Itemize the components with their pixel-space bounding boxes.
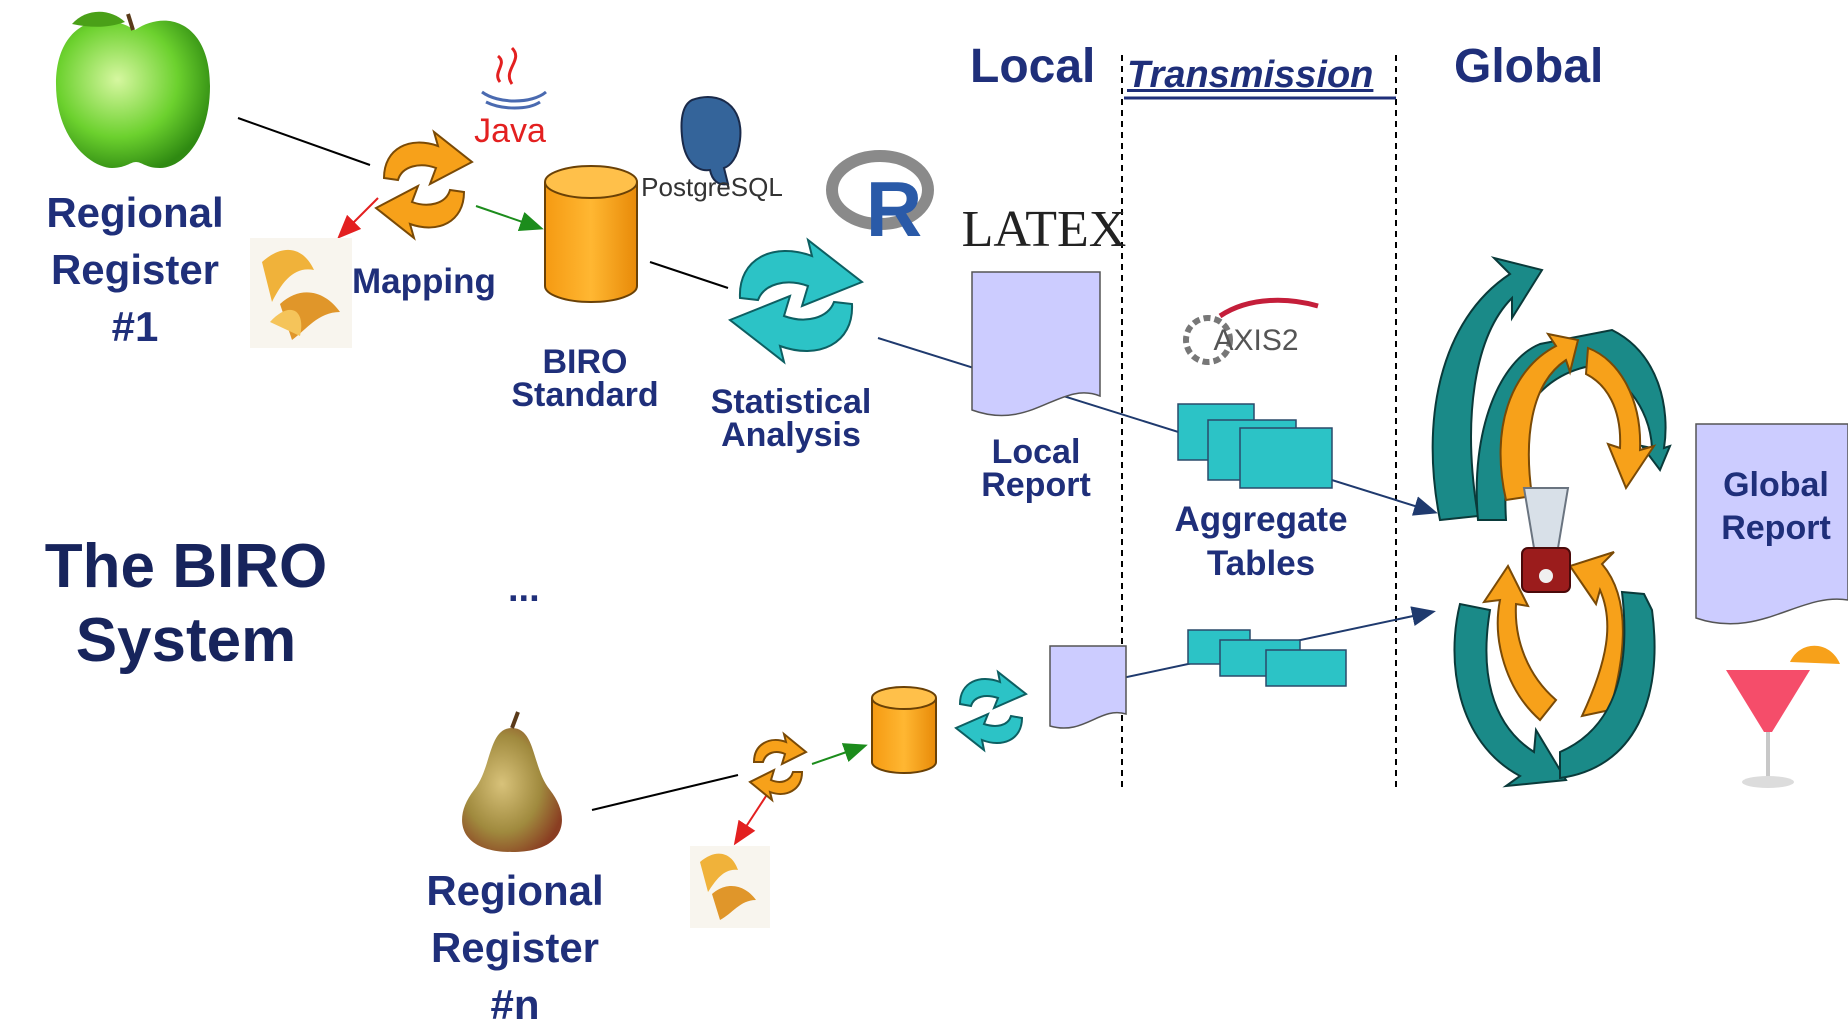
section-local: Local — [970, 40, 1096, 93]
mapping-cycle-icon — [748, 731, 808, 803]
page-title: The BIRO System — [6, 530, 366, 679]
aggregate-tables-line2: Tables — [1206, 543, 1316, 583]
postgresql-logo: PostgreSQL — [641, 96, 783, 202]
statistical-analysis-label: Statistical Analysis — [696, 383, 886, 455]
page-title-line1: The BIRO — [44, 532, 328, 601]
section-global: Global — [1454, 40, 1604, 93]
statistical-cycle-icon — [728, 237, 864, 365]
aggregate-tables-line1: Aggregate — [1174, 500, 1348, 539]
section-transmission: Transmission — [1127, 54, 1374, 96]
cocktail-icon — [1726, 645, 1840, 788]
regional-register-n-line3: #n — [490, 981, 540, 1029]
section-dividers — [1121, 55, 1397, 790]
page-title-line2: System — [75, 606, 297, 676]
global-report-line1: Global — [1723, 466, 1829, 504]
biro-standard-line1: BIRO — [542, 343, 628, 381]
aggregate-tables-icon-n — [1187, 629, 1347, 687]
local-report-label: Local Report — [966, 433, 1106, 505]
regional-register-1-line2: Register — [50, 246, 220, 294]
local-report-document-icon — [971, 271, 1101, 417]
apple-icon — [56, 11, 210, 168]
ellipsis: ... — [508, 568, 540, 610]
global-report-label: Global Report — [1704, 464, 1848, 549]
statistical-analysis-line2: Analysis — [721, 416, 861, 455]
latex-logo: LATEX — [962, 201, 1127, 258]
biro-standard-label: BIRO Standard — [500, 343, 670, 415]
biro-standard-database-icon — [544, 165, 638, 303]
aggregate-tables-label: Aggregate Tables — [1158, 498, 1364, 586]
database-icon-n — [871, 686, 937, 774]
peel-icon — [250, 238, 352, 348]
java-logo: Java — [474, 46, 547, 150]
blender-icon — [1521, 487, 1571, 593]
r-logo-text: R — [866, 165, 922, 253]
peel-icon — [690, 846, 770, 928]
axis2-logo-text: AXIS2 — [1213, 324, 1298, 357]
postgresql-logo-text: PostgreSQL — [641, 172, 783, 202]
statistical-cycle-icon — [954, 669, 1028, 753]
statistical-analysis-line1: Statistical — [710, 383, 872, 421]
axis2-logo: AXIS2 — [1183, 297, 1319, 365]
regional-register-1: Regional Register #1 — [30, 184, 240, 355]
mapping-cycle-icon — [374, 129, 474, 241]
local-report-line2: Report — [981, 466, 1091, 505]
r-logo: R — [826, 150, 934, 253]
regional-register-n-line2: Register — [430, 924, 600, 972]
global-report-document-icon — [1695, 423, 1848, 625]
local-report-line1: Local — [991, 433, 1081, 471]
regional-register-1-line1: Regional — [46, 189, 224, 236]
global-aggregation-cycle — [1431, 256, 1672, 788]
local-report-document-icon-n — [1049, 645, 1127, 729]
biro-standard-line2: Standard — [511, 376, 659, 415]
mapping-label: Mapping — [352, 262, 496, 301]
regional-register-n-line1: Regional — [426, 867, 604, 914]
global-report-line2: Report — [1721, 508, 1831, 547]
aggregate-tables-icon — [1177, 403, 1333, 489]
pear-icon — [462, 711, 562, 852]
regional-register-n: Regional Register #n — [410, 862, 620, 1033]
java-logo-text: Java — [474, 112, 546, 150]
regional-register-1-line3: #1 — [111, 303, 159, 351]
